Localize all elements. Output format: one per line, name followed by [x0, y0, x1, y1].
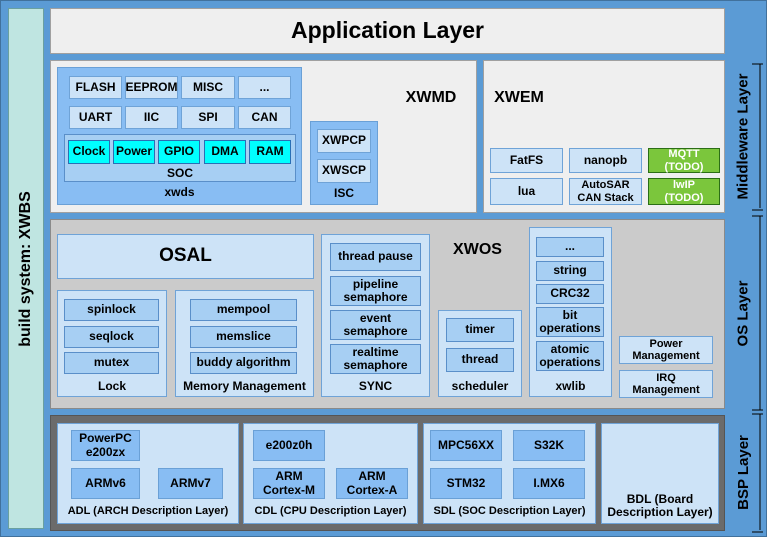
sync-pipeline-semaphore: pipeline semaphore: [330, 276, 421, 306]
xwds-iic: IIC: [125, 106, 178, 129]
isc-label: ISC: [333, 186, 354, 200]
xwem-title: XWEM: [494, 89, 544, 106]
xwos-title: XWOS: [453, 241, 502, 258]
xwem-nanopb: nanopb: [569, 148, 642, 173]
memory-label: Memory Management: [183, 379, 306, 393]
scheduler-label: scheduler: [451, 379, 509, 393]
adl-label: ADL (ARCH Description Layer): [67, 505, 229, 517]
isc-xwpcp: XWPCP: [317, 129, 371, 153]
lock-mutex: mutex: [64, 352, 159, 374]
sync-thread-pause: thread pause: [330, 243, 421, 271]
irq-management: IRQ Management: [619, 370, 713, 398]
build-system-bar: build system: XWBS: [8, 8, 44, 529]
sdl-label: SDL (SOC Description Layer): [433, 505, 586, 517]
memory-mempool: mempool: [190, 299, 297, 321]
xwlib-atomic-operations: atomic operations: [536, 341, 604, 371]
build-system-label: build system: XWBS: [17, 190, 35, 347]
application-layer: Application Layer: [50, 8, 725, 54]
xwlib-label: xwlib: [555, 379, 586, 393]
lock-spinlock: spinlock: [64, 299, 159, 321]
sync-event-semaphore: event semaphore: [330, 310, 421, 340]
xwds-flash: FLASH: [69, 76, 122, 99]
bdl-label: BDL (Board Description Layer): [607, 492, 713, 520]
power-management: Power Management: [619, 336, 713, 364]
xwlib-crc32: CRC32: [536, 284, 604, 304]
memory-buddy: buddy algorithm: [190, 352, 297, 374]
xwds-more: ...: [238, 76, 291, 99]
soc-power: Power: [113, 140, 155, 164]
cdl-arm-cortex-a: ARM Cortex-A: [336, 468, 408, 499]
xwds-label: xwds: [164, 185, 195, 199]
adl-powerpc: PowerPC e200zx: [71, 430, 140, 461]
xwmd-title: XWMD: [405, 89, 457, 106]
xwds-can: CAN: [238, 106, 291, 129]
soc-ram: RAM: [249, 140, 291, 164]
xwds-spi: SPI: [181, 106, 235, 129]
sdl-stm32: STM32: [430, 468, 502, 499]
isc-xwscp: XWSCP: [317, 159, 371, 183]
sync-label: SYNC: [358, 379, 393, 393]
sdl-mpc56xx: MPC56XX: [430, 430, 502, 461]
osal-box: OSAL: [57, 234, 314, 279]
xwem-autosar: AutoSAR CAN Stack: [569, 178, 642, 205]
sdl-imx6: I.MX6: [513, 468, 585, 499]
xwds-misc: MISC: [181, 76, 235, 99]
xwlib-bit-operations: bit operations: [536, 307, 604, 337]
lock-seqlock: seqlock: [64, 326, 159, 348]
xwds-eeprom: EEPROM: [125, 76, 178, 99]
soc-label: SOC: [166, 166, 193, 180]
cdl-arm-cortex-m: ARM Cortex-M: [253, 468, 325, 499]
soc-dma: DMA: [204, 140, 246, 164]
adl-armv7: ARMv7: [158, 468, 223, 499]
xwds-uart: UART: [69, 106, 122, 129]
adl-armv6: ARMv6: [71, 468, 140, 499]
xwem-lua: lua: [490, 178, 563, 205]
memory-memslice: memslice: [190, 326, 297, 348]
cdl-label: CDL (CPU Description Layer): [254, 505, 407, 517]
xwem-mqtt: MQTT (TODO): [648, 148, 720, 173]
sync-realtime-semaphore: realtime semaphore: [330, 344, 421, 374]
layer-brackets: [752, 63, 763, 533]
application-layer-label: Application Layer: [291, 17, 484, 44]
xwem-fatfs: FatFS: [490, 148, 563, 173]
scheduler-thread: thread: [446, 348, 514, 372]
bdl-container: [601, 423, 719, 524]
xwem-lwip: lwIP (TODO): [648, 178, 720, 205]
sdl-s32k: S32K: [513, 430, 585, 461]
soc-clock: Clock: [68, 140, 110, 164]
xwlib-string: string: [536, 261, 604, 281]
cdl-e200z0h: e200z0h: [253, 430, 325, 461]
lock-label: Lock: [97, 379, 126, 393]
xwlib-more: ...: [536, 237, 604, 257]
soc-gpio: GPIO: [158, 140, 200, 164]
scheduler-timer: timer: [446, 318, 514, 342]
